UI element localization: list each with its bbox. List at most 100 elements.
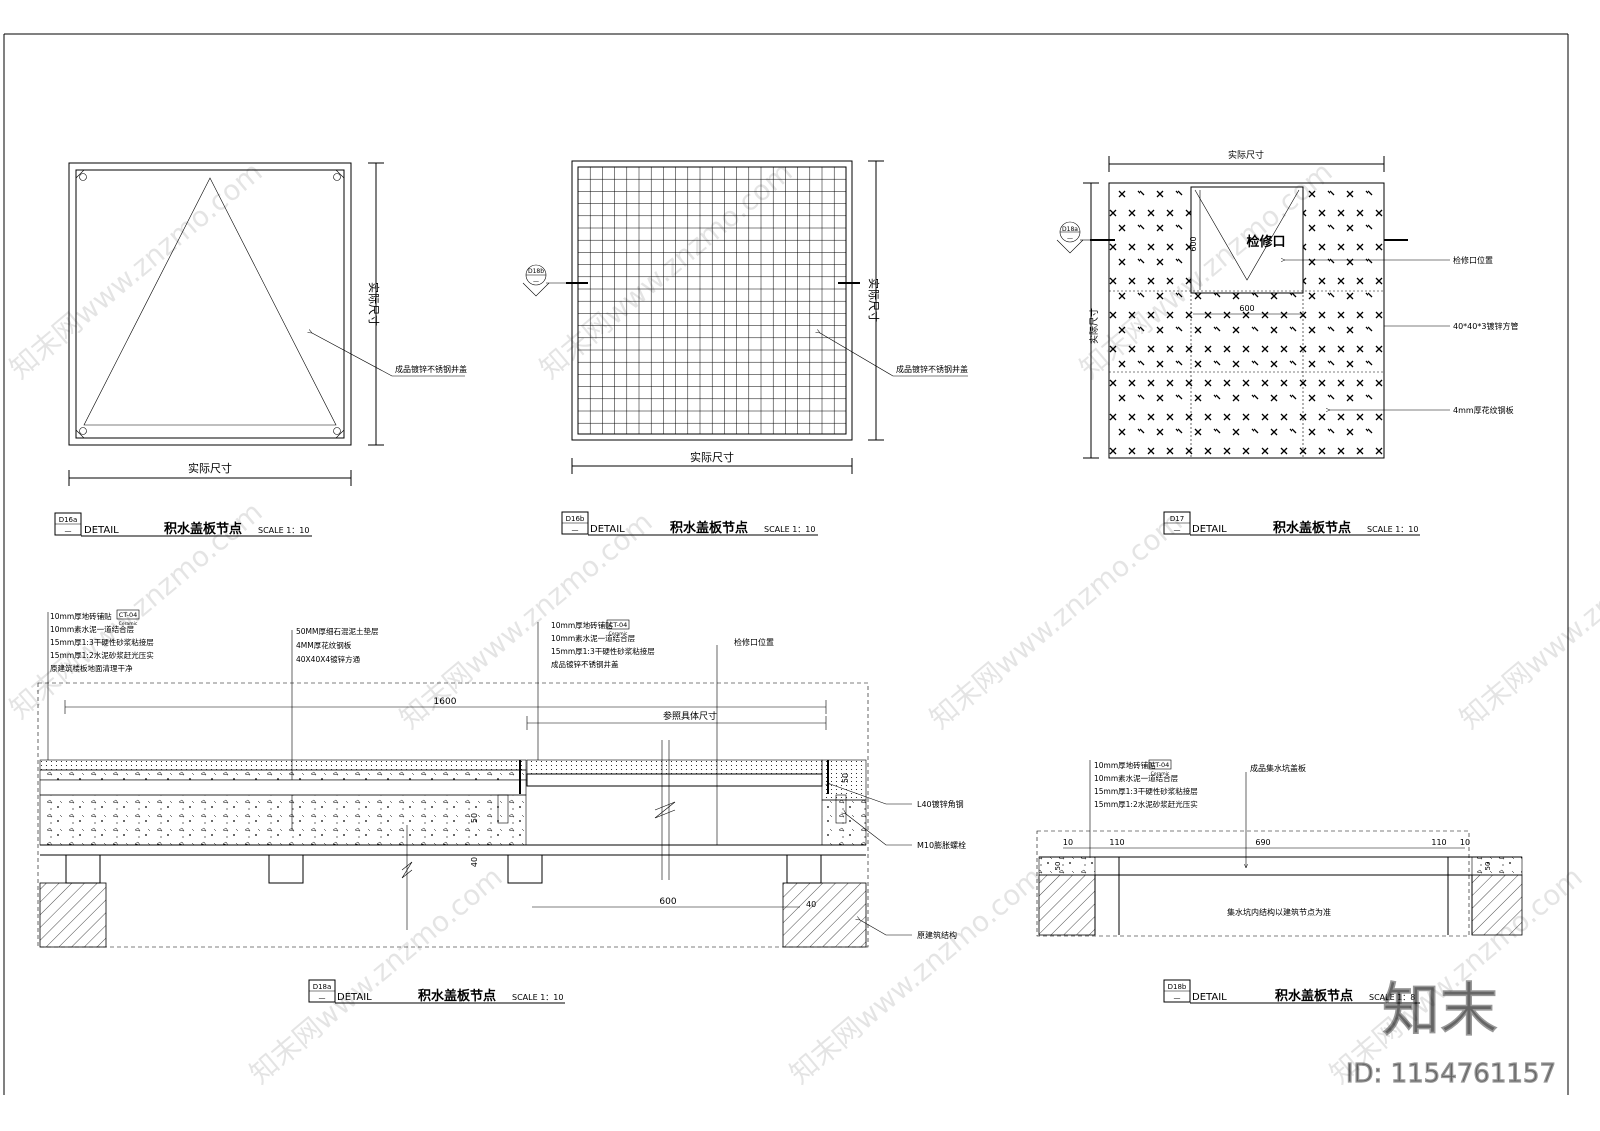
d18b-dim-3: 690 <box>1255 838 1270 847</box>
d16a-dim-width-label: 实际尺寸 <box>188 461 232 475</box>
d17-tag-sub: — <box>1174 526 1181 534</box>
sheet-border <box>3 33 1569 1095</box>
d18a-word: DETAIL <box>337 992 372 1003</box>
d17-section-marker: D18a — <box>1056 221 1090 254</box>
d18a-callout-1: L40镀锌角钢 <box>917 799 964 809</box>
d18b-dim-1: 10 <box>1063 838 1073 847</box>
d16b-scale: SCALE 1：10 <box>764 525 815 534</box>
d17-section-tag: D18a <box>1062 226 1078 233</box>
watermark-id: ID: 1154761157 <box>1346 1059 1556 1089</box>
d18b-word: DETAIL <box>1192 992 1227 1003</box>
d18b-scale: SCALE 1：8 <box>1369 993 1415 1002</box>
d18a-callout-3: 原建筑结构 <box>917 930 957 940</box>
d16a-scale: SCALE 1：10 <box>258 526 309 535</box>
watermark-text-1: 知末网www.znzmo.com <box>3 155 268 385</box>
d16b-title: 积水盖板节点 <box>670 520 748 536</box>
d18b-tag-sub: — <box>1174 994 1181 1002</box>
d18a-dim-600-label: 600 <box>659 897 676 907</box>
d18b-tag: D18b <box>1168 983 1187 991</box>
d18a-note-right-4: 成品镀锌不锈钢井盖 <box>551 659 619 669</box>
d16a-dim-width: 实际尺寸 <box>68 461 352 486</box>
d18b-dim-50-b: 50 <box>1484 862 1492 871</box>
d16a-dim-height-label: 实际尺寸 <box>367 282 381 326</box>
d18a-note-left-5: 原建筑楼板地面清理干净 <box>50 663 133 673</box>
d18a-dim-600: 600 <box>532 897 800 908</box>
d17-scale: SCALE 1：10 <box>1367 525 1418 534</box>
d16a-callout: 成品镀锌不锈钢井盖 <box>395 364 467 374</box>
d18a-note-left-3: 15mm厚1:3干硬性砂浆粘接层 <box>50 637 154 647</box>
d16b-dim-width-label: 实际尺寸 <box>690 450 734 464</box>
d18a-note-right-2: 10mm素水泥一道结合层 <box>551 633 636 643</box>
title-d16a: D16a — DETAIL 积水盖板节点 SCALE 1：10 <box>54 512 312 537</box>
d16b-dim-height-label: 实际尺寸 <box>867 278 881 322</box>
d17-dim-height: 实际尺寸 <box>1083 182 1100 459</box>
title-d18a: D18a — DETAIL 积水盖板节点 SCALE 1：10 <box>308 979 565 1004</box>
detail-d16b: D18b — 实际尺寸 实际尺寸 成品镀锌不锈钢井盖 <box>522 160 968 474</box>
d18b-note-code: CT-04 <box>1151 761 1170 769</box>
d18a-note-right-code-sub: Ceramic <box>609 631 628 637</box>
d17-dim-600-h: 600 <box>1193 304 1302 315</box>
d17-section-sub: — <box>1067 235 1073 242</box>
d17-word: DETAIL <box>1192 524 1227 535</box>
d18b-note-3: 15mm厚1:3干硬性砂浆粘接层 <box>1094 786 1198 796</box>
d18b-dim-5: 10 <box>1460 838 1470 847</box>
d18b-note-4: 15mm厚1:2水泥砂浆赶光压实 <box>1094 799 1198 809</box>
watermark-text-8: 知末网www.znzmo.com <box>243 860 508 1090</box>
d16a-title: 积水盖板节点 <box>164 521 242 537</box>
d18b-note-2: 10mm素水泥一道结合层 <box>1094 773 1179 783</box>
d18b-dim-4: 110 <box>1431 838 1446 847</box>
d18a-note-mid-2: 4MM厚花纹钢板 <box>296 640 352 650</box>
d18a-callout-2: M10膨胀螺栓 <box>917 840 966 850</box>
detail-d18a: 10mm厚地砖铺贴 10mm素水泥一道结合层 15mm厚1:3干硬性砂浆粘接层 … <box>37 609 966 948</box>
d17-tag: D17 <box>1170 515 1184 523</box>
detail-d17: 检修口 600 600 D18a — 实际尺寸 实 <box>1056 149 1518 459</box>
d16a-word: DETAIL <box>84 525 119 536</box>
d18a-note-right-3: 15mm厚1:3干硬性砂浆粘接层 <box>551 646 655 656</box>
d17-callout-2: 40*40*3镀锌方管 <box>1453 321 1518 331</box>
d18a-dim-50-b: 50 <box>841 773 850 783</box>
d18a-note-left-2: 10mm素水泥一道结合层 <box>50 624 135 634</box>
d18a-dim-50-a: 50 <box>470 813 479 823</box>
d17-dim-height-label: 实际尺寸 <box>1088 308 1100 344</box>
d16a-tag-sub: — <box>65 527 72 535</box>
d18a-scale: SCALE 1：10 <box>512 993 563 1002</box>
d16a-dim-height: 实际尺寸 <box>367 162 384 446</box>
watermark-text-6: 知末网www.znzmo.com <box>923 505 1188 735</box>
d18b-dims: 10 110 690 110 10 <box>1063 838 1470 849</box>
title-d17: D17 — DETAIL 积水盖板节点 SCALE 1：10 <box>1163 511 1420 536</box>
d16b-grating <box>578 167 846 434</box>
d16b-tag: D16b <box>566 515 585 523</box>
d18a-title: 积水盖板节点 <box>418 988 496 1004</box>
d16b-tag-sub: — <box>572 526 579 534</box>
d16b-section-marker: D18b — <box>522 264 566 297</box>
watermark-text-4: 知末网www.znzmo.com <box>3 495 268 725</box>
d18b-center-note: 集水坑内结构以建筑节点为准 <box>1227 907 1331 917</box>
d18a-callout-top: 检修口位置 <box>734 637 774 647</box>
d16b-word: DETAIL <box>590 524 625 535</box>
detail-d18b: 10mm厚地砖铺贴 10mm素水泥一道结合层 15mm厚1:3干硬性砂浆粘接层 … <box>1036 759 1523 937</box>
watermark-text-2: 知末网www.znzmo.com <box>533 155 798 385</box>
d18a-tag: D18a <box>313 983 332 991</box>
watermark-logo: 知末 <box>1382 976 1498 1044</box>
d18b-note-code-sub: Ceramic <box>1151 771 1170 777</box>
d17-opening-label: 检修口 <box>1246 234 1285 250</box>
d18a-note-right-1: 10mm厚地砖铺贴 <box>551 620 613 630</box>
d18b-note-1: 10mm厚地砖铺贴 <box>1094 760 1156 770</box>
d18a-notes-left: 10mm厚地砖铺贴 10mm素水泥一道结合层 15mm厚1:3干硬性砂浆粘接层 … <box>47 609 154 760</box>
d17-title: 积水盖板节点 <box>1273 520 1351 536</box>
d16b-dim-height: 实际尺寸 <box>867 160 884 441</box>
d16b-dim-width: 实际尺寸 <box>571 450 853 474</box>
d18a-note-mid-3: 40X40X4镀锌方通 <box>296 654 361 664</box>
d16b-callout: 成品镀锌不锈钢井盖 <box>896 364 968 374</box>
d17-dim-600-h-label: 600 <box>1239 304 1254 313</box>
d18b-title: 积水盖板节点 <box>1275 988 1353 1004</box>
title-d18b: D18b — DETAIL 积水盖板节点 SCALE 1：8 <box>1163 979 1420 1004</box>
d18a-notes-right: 10mm厚地砖铺贴 10mm素水泥一道结合层 15mm厚1:3干硬性砂浆粘接层 … <box>537 619 655 760</box>
d17-dim-width-label: 实际尺寸 <box>1228 149 1264 161</box>
d18a-note-left-code: CT-04 <box>119 611 138 619</box>
d18a-dim-ref: 参照具体尺寸 <box>526 710 827 730</box>
d17-callout-3: 4mm厚花纹钢板 <box>1453 405 1514 415</box>
d18b-notes: 10mm厚地砖铺贴 10mm素水泥一道结合层 15mm厚1:3干硬性砂浆粘接层 … <box>1089 759 1198 858</box>
d18a-dim-1600-label: 1600 <box>434 697 457 707</box>
